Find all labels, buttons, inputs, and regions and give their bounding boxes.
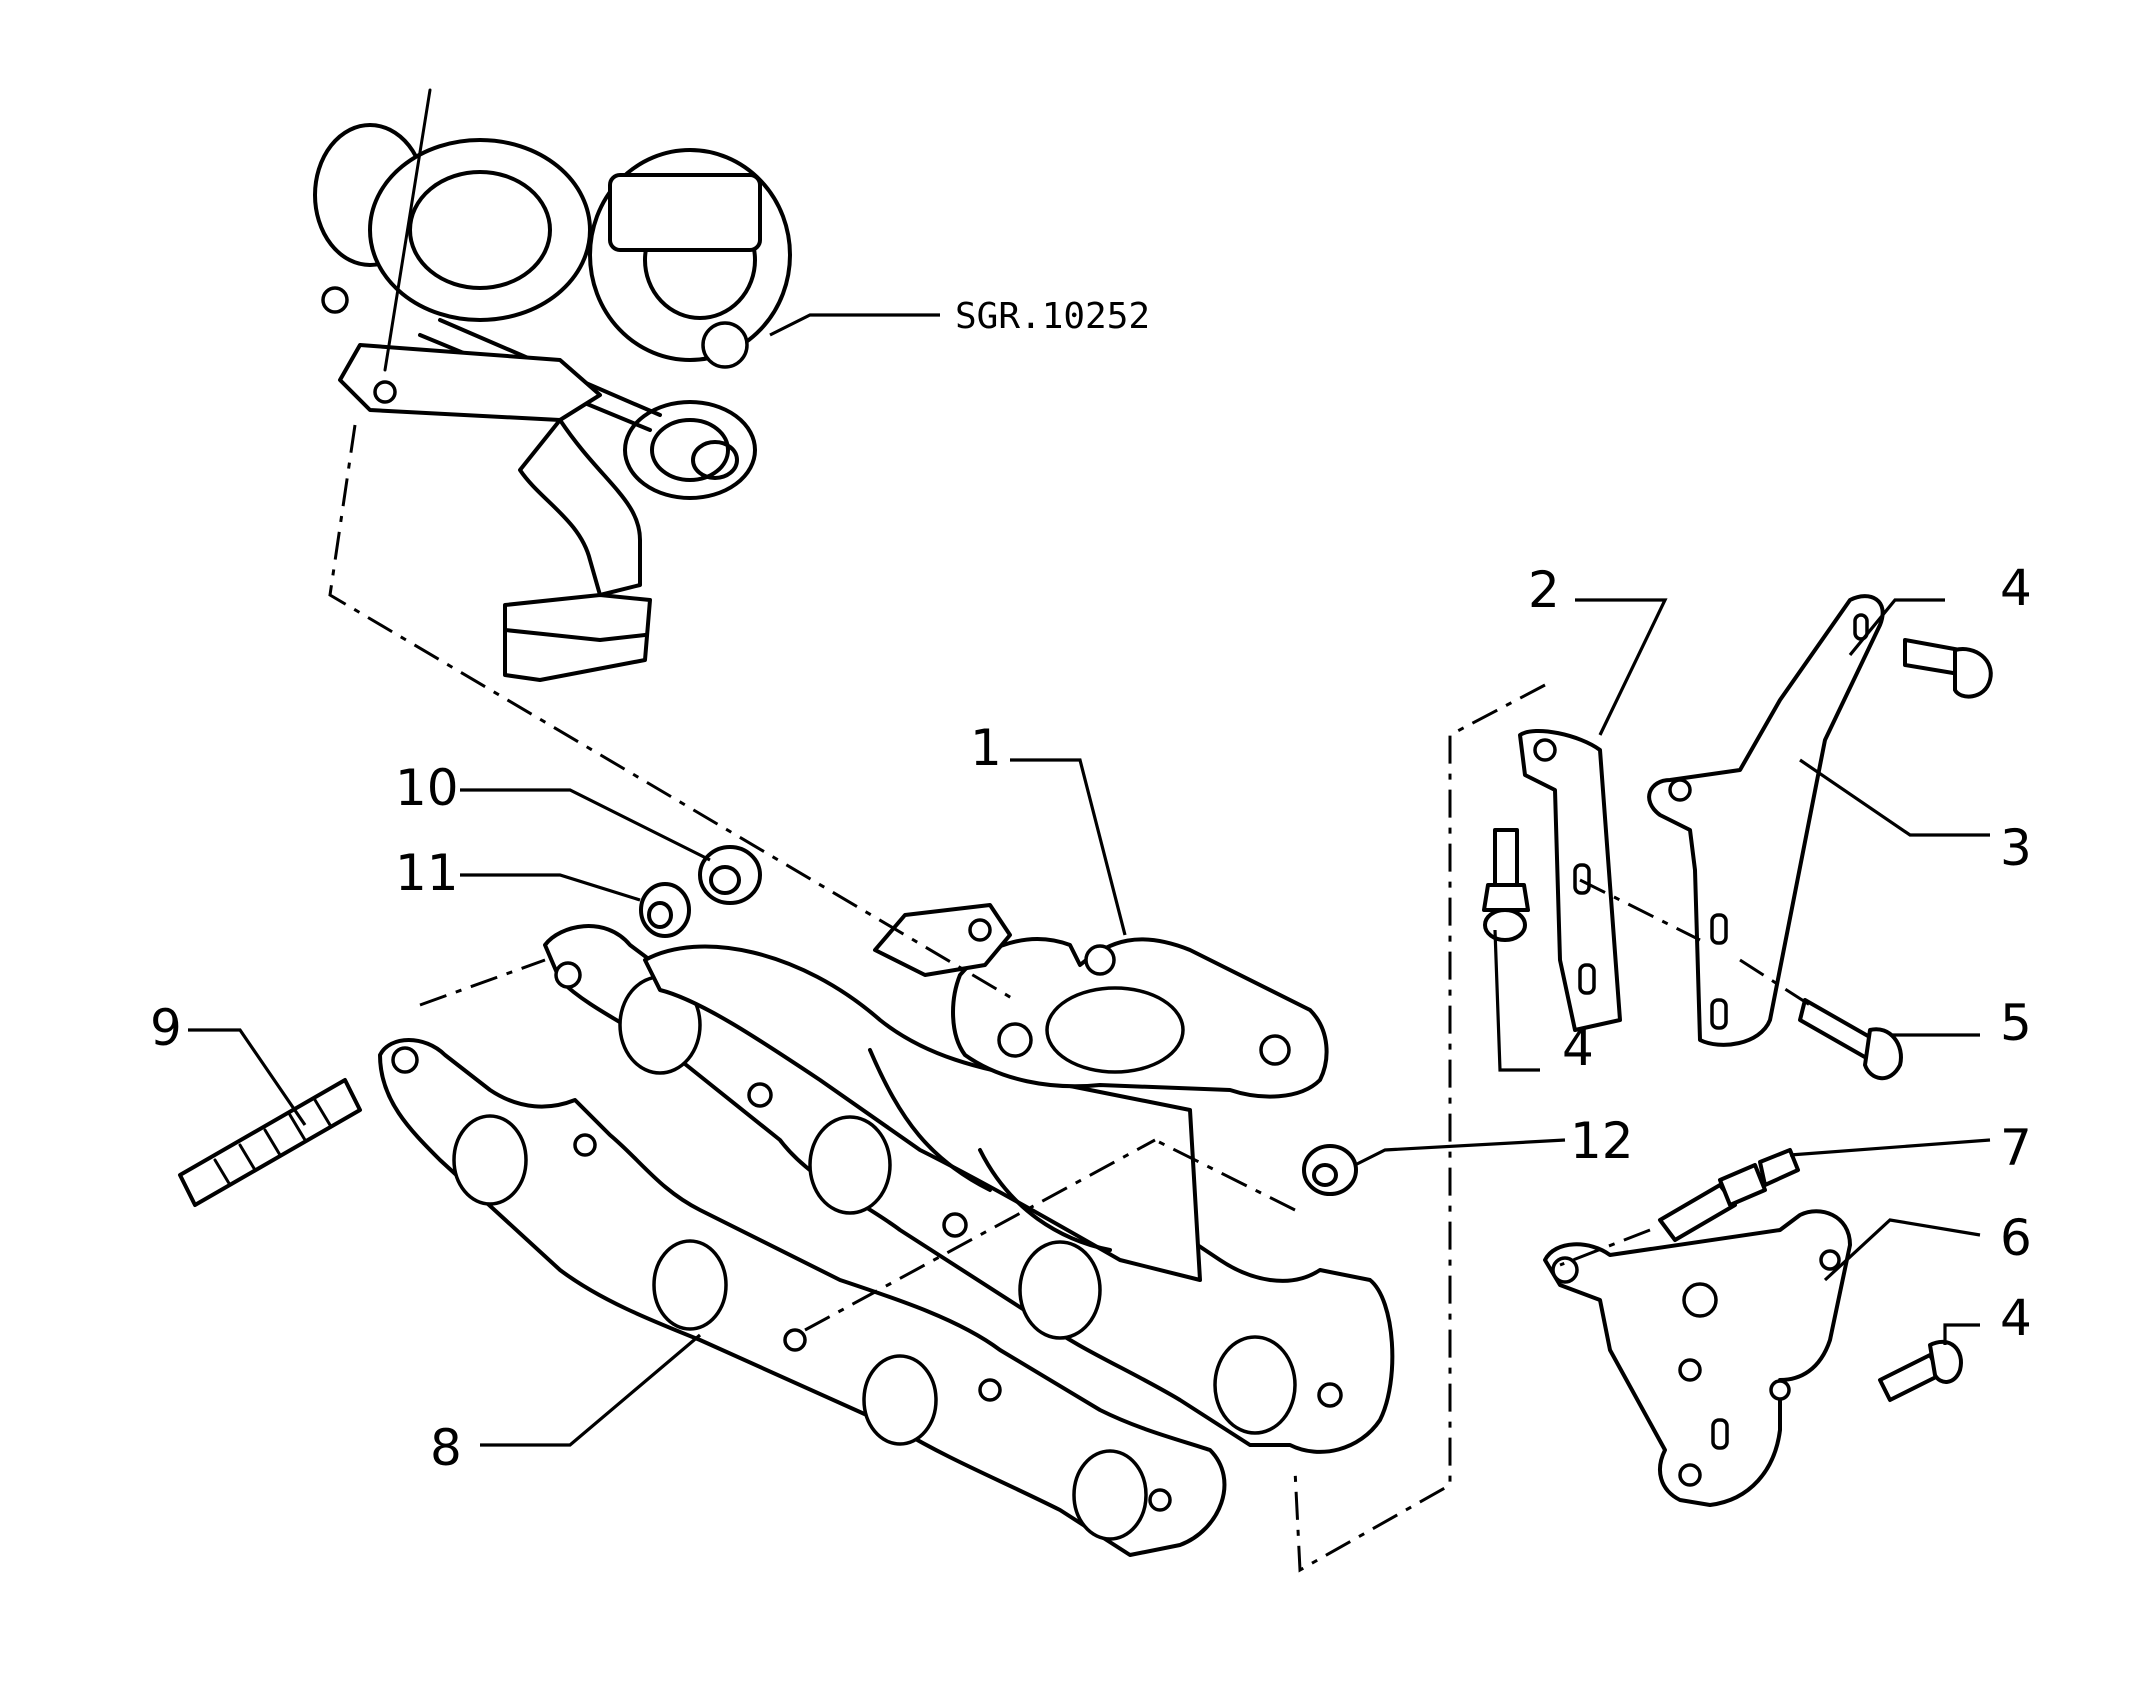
assembly-lines <box>328 424 1811 1573</box>
exhaust-manifold <box>543 903 1395 1454</box>
callout-4-mid: 4 <box>1562 1019 1594 1077</box>
nuts-and-washers <box>639 845 1358 1196</box>
callout-10: 10 <box>395 759 459 817</box>
leader-lines <box>188 313 1991 1447</box>
callout-7: 7 <box>2000 1119 2032 1177</box>
bracket-6 <box>1543 1209 1852 1507</box>
callout-12: 12 <box>1570 1112 1634 1170</box>
manifold-gasket <box>378 1038 1227 1557</box>
callout-11: 11 <box>395 844 459 902</box>
callout-6: 6 <box>2000 1209 2032 1267</box>
callout-8: 8 <box>430 1419 462 1477</box>
callout-5: 5 <box>2000 994 2032 1052</box>
callout-4-top: 4 <box>2000 559 2032 617</box>
reference-code: SGR.10252 <box>955 296 1150 337</box>
callout-2: 2 <box>1528 561 1560 619</box>
bracket-3 <box>1647 594 1885 1047</box>
callout-9: 9 <box>150 999 182 1057</box>
callout-4-bottom: 4 <box>2000 1289 2032 1347</box>
turbocharger-drawing <box>313 88 792 682</box>
stud-7 <box>1658 1148 1800 1242</box>
stud-9 <box>178 1078 362 1207</box>
callout-3: 3 <box>2000 819 2032 877</box>
callout-1: 1 <box>970 719 1002 777</box>
bolts <box>1482 638 1993 1402</box>
bracket-2 <box>1518 728 1622 1032</box>
